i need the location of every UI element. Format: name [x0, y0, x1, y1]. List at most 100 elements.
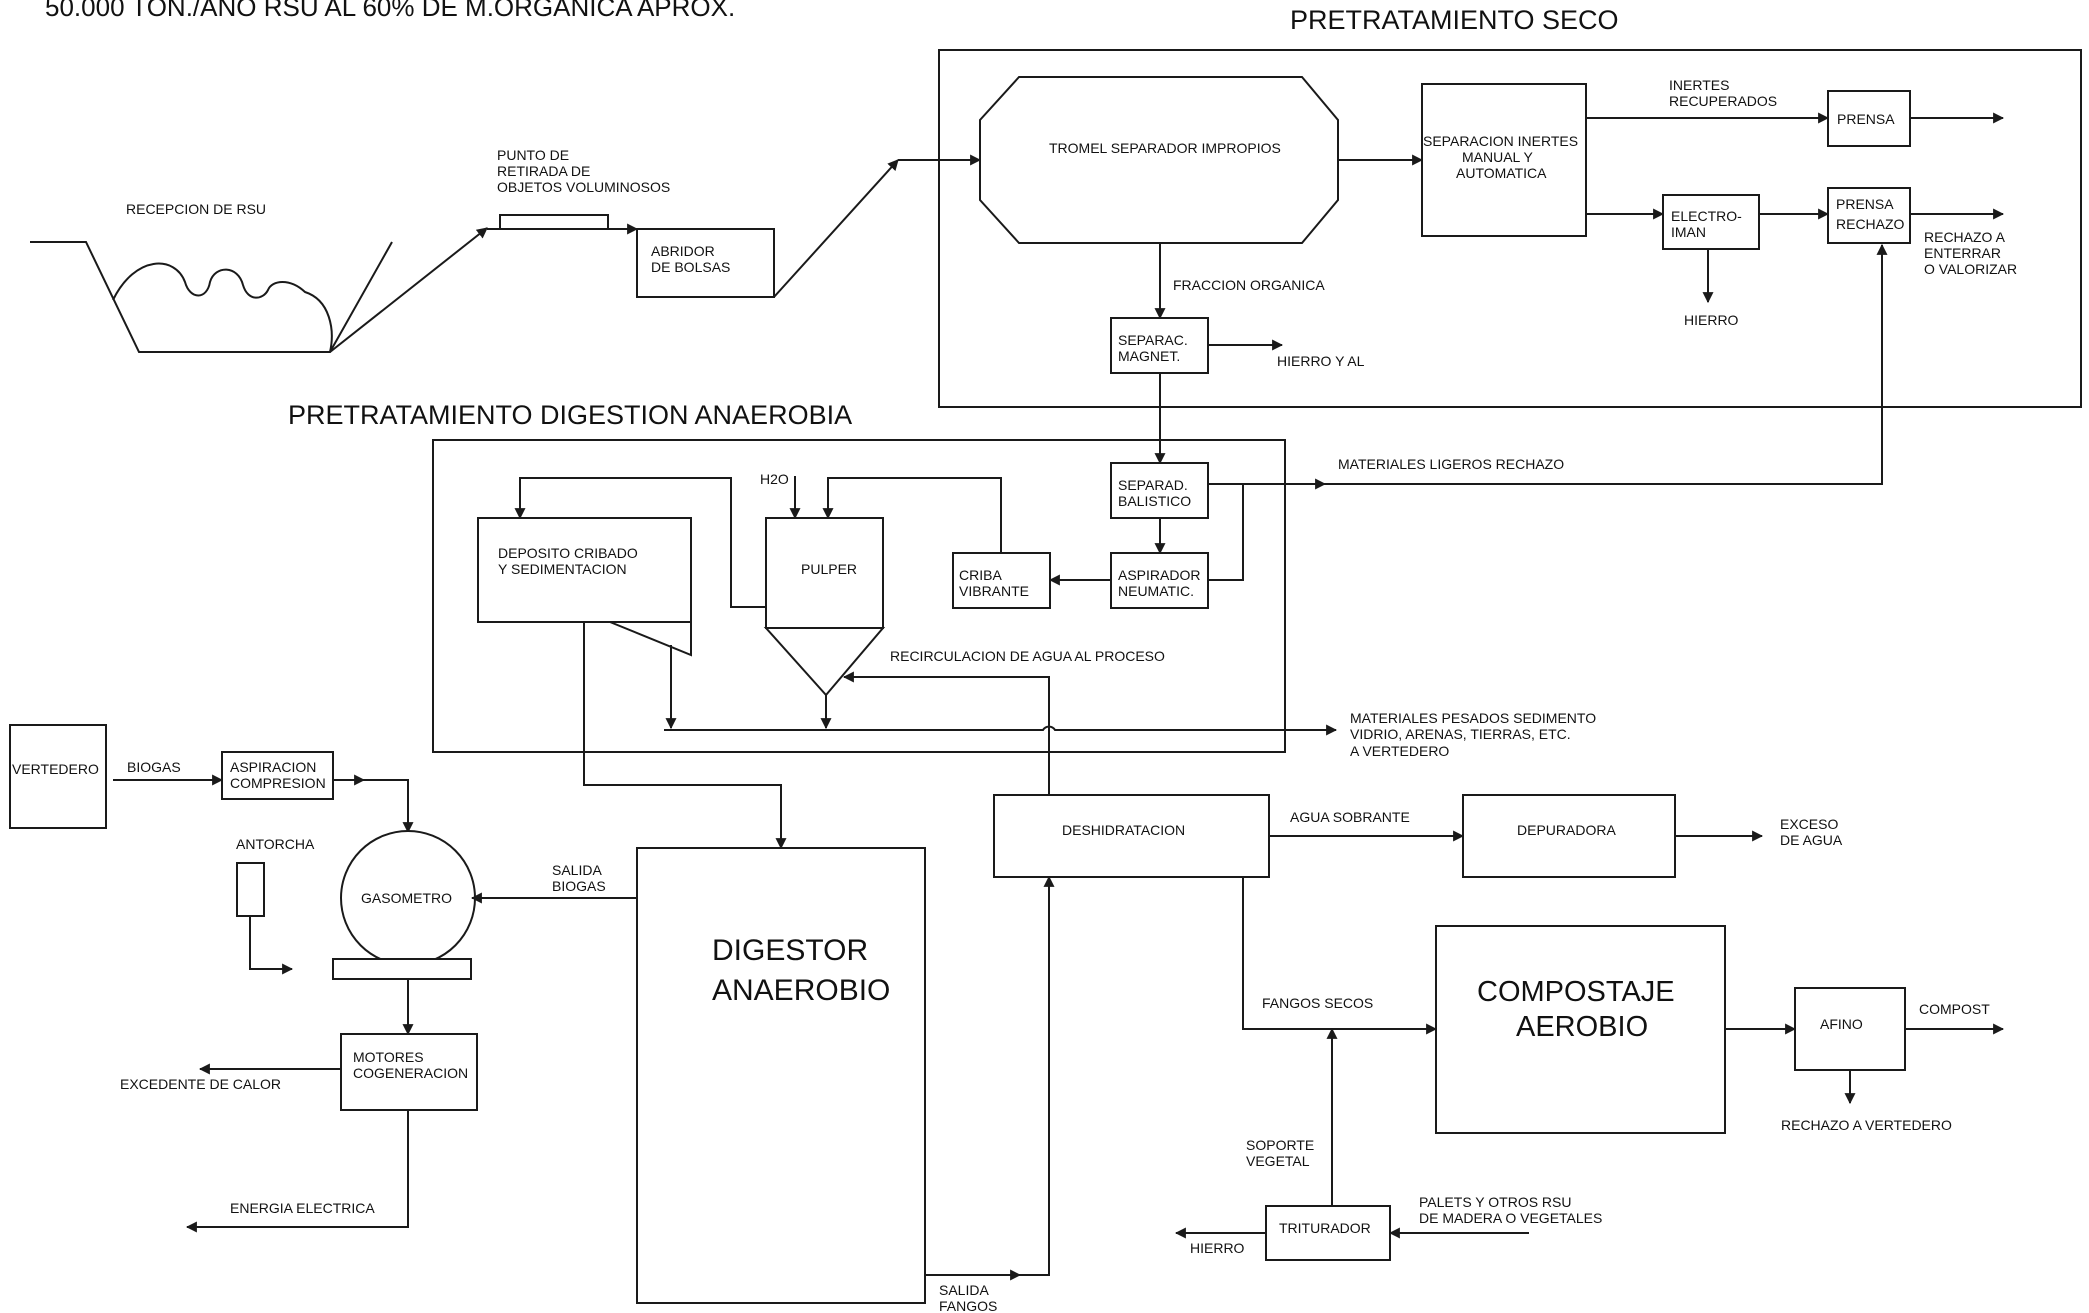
- prensa-rechazo: [1827, 187, 1911, 244]
- separacion-inertes: [1421, 83, 1587, 237]
- label-exceso-agua-1: EXCESO: [1780, 816, 1838, 832]
- label-sep-inertes-1: SEPARACION INERTES: [1423, 133, 1578, 149]
- label-inertes-recuperados-2: RECUPERADOS: [1669, 93, 1777, 109]
- tromel-separador: [979, 76, 1339, 244]
- label-pesados-3: A VERTEDERO: [1350, 743, 1449, 759]
- flow-fangos-to-deshidratacion: [1020, 875, 1055, 1276]
- flow-ligeros-to-prensa-rechazo: [1325, 243, 1888, 485]
- label-balistico-2: BALISTICO: [1118, 493, 1191, 509]
- deposito-hopper: [609, 621, 692, 657]
- label-exceso-agua-2: DE AGUA: [1780, 832, 1843, 848]
- section-frame-anaerobia: [432, 439, 1286, 753]
- aspirador-neumatic: [1110, 552, 1209, 609]
- label-pulper: PULPER: [801, 561, 857, 577]
- label-salida-biogas-2: BIOGAS: [552, 878, 606, 894]
- label-criba-1: CRIBA: [959, 567, 1002, 583]
- flow-ligeros-loop: [1208, 484, 1244, 581]
- label-prensa-rechazo-2: RECHAZO: [1836, 216, 1905, 232]
- label-biogas: BIOGAS: [127, 759, 181, 775]
- label-aspiracion-2: COMPRESION: [230, 775, 326, 791]
- label-palets-1: PALETS Y OTROS RSU: [1419, 1194, 1572, 1210]
- label-pesados-1: MATERIALES PESADOS SEDIMENTO: [1350, 710, 1596, 726]
- label-salida-biogas-1: SALIDA: [552, 862, 602, 878]
- vertedero: [9, 724, 107, 829]
- label-separac-magnet-1: SEPARAC.: [1118, 332, 1188, 348]
- label-motores-2: COGENERACION: [353, 1065, 468, 1081]
- label-inertes-recuperados-1: INERTES: [1669, 77, 1729, 93]
- prensa: [1827, 90, 1911, 147]
- afino: [1794, 987, 1906, 1071]
- flow-criba-to-pulper: [822, 477, 1002, 553]
- abridor-de-bolsas: [636, 228, 775, 298]
- label-salida-fangos-2: FANGOS: [939, 1298, 997, 1313]
- label-prensa: PRENSA: [1837, 111, 1895, 127]
- flow-materiales-pesados: [664, 724, 1338, 736]
- label-rechazo-vertedero: RECHAZO A VERTEDERO: [1781, 1117, 1952, 1133]
- label-fangos-secos: FANGOS SECOS: [1262, 995, 1373, 1011]
- label-triturador: TRITURADOR: [1279, 1220, 1371, 1236]
- flow-pulper-to-deposito: [514, 477, 766, 608]
- label-antorcha: ANTORCHA: [236, 836, 315, 852]
- label-hierro-y-al: HIERRO Y AL: [1277, 353, 1365, 369]
- label-digestor-2: ANAEROBIO: [712, 974, 890, 1007]
- label-salida-fangos-1: SALIDA: [939, 1282, 989, 1298]
- flow-recirculacion: [842, 671, 1050, 795]
- label-digestor-1: DIGESTOR: [712, 934, 868, 967]
- flow-fangos-secos: [1242, 877, 1438, 1035]
- label-deshidratacion: DESHIDRATACION: [1062, 822, 1185, 838]
- label-abridor-1: ABRIDOR: [651, 243, 715, 259]
- label-recepcion: RECEPCION DE RSU: [126, 201, 266, 217]
- label-depuradora: DEPURADORA: [1517, 822, 1616, 838]
- header-note: 50.000 TON./AÑO RSU AL 60% DE M.ORGANICA…: [45, 0, 735, 22]
- label-motores-1: MOTORES: [353, 1049, 424, 1065]
- section-frame-seco: [938, 49, 2082, 408]
- label-vertedero: VERTEDERO: [12, 761, 99, 777]
- label-hierro-electro: HIERRO: [1684, 312, 1739, 328]
- section-title-seco: PRETRATAMIENTO SECO: [1290, 5, 1619, 35]
- label-aspiracion-1: ASPIRACION: [230, 759, 316, 775]
- section-title-anaerobia: PRETRATAMIENTO DIGESTION ANAEROBIA: [288, 400, 852, 430]
- label-hierro-triturador: HIERRO: [1190, 1240, 1245, 1256]
- label-gasometro: GASOMETRO: [361, 890, 452, 906]
- label-materiales-ligeros: MATERIALES LIGEROS RECHAZO: [1338, 456, 1564, 472]
- depuradora: [1462, 794, 1676, 878]
- label-sep-inertes-3: AUTOMATICA: [1456, 165, 1547, 181]
- label-compostaje-2: AEROBIO: [1516, 1011, 1648, 1043]
- compostaje-aerobio: [1435, 925, 1726, 1134]
- label-soporte-vegetal-2: VEGETAL: [1246, 1153, 1310, 1169]
- label-rechazo-enterrar-2: ENTERRAR: [1924, 245, 2001, 261]
- label-h2o: H2O: [760, 471, 789, 487]
- aspiracion-compresion: [221, 751, 334, 800]
- label-punto-retirada-3: OBJETOS VOLUMINOSOS: [497, 179, 670, 195]
- label-punto-retirada-1: PUNTO DE: [497, 147, 569, 163]
- label-electroiman-1: ELECTRO-: [1671, 208, 1742, 224]
- label-sep-inertes-2: MANUAL Y: [1462, 149, 1533, 165]
- label-pesados-2: VIDRIO, ARENAS, TIERRAS, ETC.: [1350, 726, 1571, 742]
- label-afino: AFINO: [1820, 1016, 1863, 1032]
- flow-pit-to-platform: [329, 227, 488, 353]
- label-tromel: TROMEL SEPARADOR IMPROPIOS: [1049, 140, 1281, 156]
- pulper-cone: [763, 627, 886, 697]
- gasometro-base: [332, 958, 472, 980]
- triturador: [1265, 1205, 1391, 1261]
- label-excedente-calor: EXCEDENTE DE CALOR: [120, 1076, 281, 1092]
- flow-abridor-up: [773, 159, 899, 298]
- electroiman: [1662, 194, 1760, 250]
- label-energia-electrica: ENERGIA ELECTRICA: [230, 1200, 375, 1216]
- antorcha: [236, 862, 265, 917]
- label-compost: COMPOST: [1919, 1001, 1990, 1017]
- label-fraccion-organica: FRACCION ORGANICA: [1173, 277, 1325, 293]
- flow-deposito-to-digestor: [583, 622, 787, 850]
- flow-gasometro-antorcha: [249, 916, 294, 975]
- label-deposito-1: DEPOSITO CRIBADO: [498, 545, 638, 561]
- label-compostaje-1: COMPOSTAJE: [1477, 976, 1675, 1008]
- label-electroiman-2: IMAN: [1671, 224, 1706, 240]
- label-balistico-1: SEPARAD.: [1118, 477, 1188, 493]
- reception-pit: [30, 241, 393, 353]
- label-separac-magnet-2: MAGNET.: [1118, 348, 1180, 364]
- label-palets-2: DE MADERA O VEGETALES: [1419, 1210, 1602, 1226]
- label-rechazo-enterrar-1: RECHAZO A: [1924, 229, 2006, 245]
- label-recirculacion: RECIRCULACION DE AGUA AL PROCESO: [890, 648, 1165, 664]
- label-deposito-2: Y SEDIMENTACION: [498, 561, 627, 577]
